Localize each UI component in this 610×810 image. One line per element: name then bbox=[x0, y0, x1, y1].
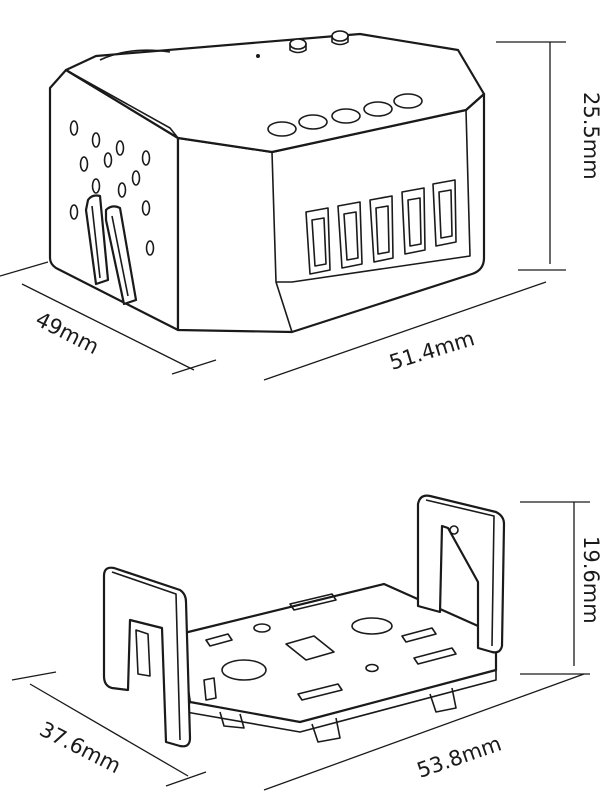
module-height-label: 25.5mm bbox=[579, 92, 603, 180]
bracket-cutouts bbox=[203, 593, 457, 701]
module-top-buttons bbox=[267, 93, 423, 137]
module-top-face bbox=[64, 32, 486, 154]
module-terminals bbox=[305, 179, 457, 275]
bracket-base-plate bbox=[178, 582, 498, 724]
mounting-bracket-drawing bbox=[102, 494, 506, 748]
module-vents bbox=[69, 120, 155, 256]
switch-module-drawing bbox=[48, 30, 486, 334]
bracket-depth-label: 37.6mm bbox=[36, 717, 125, 778]
bracket-height-label: 19.6mm bbox=[579, 536, 603, 624]
bracket-width-label: 53.8mm bbox=[414, 731, 505, 782]
module-width-label: 51.4mm bbox=[386, 326, 477, 375]
bracket-right-wall bbox=[416, 494, 506, 654]
module-depth-label: 49mm bbox=[32, 307, 103, 359]
bracket-left-wall bbox=[102, 566, 192, 748]
module-clip bbox=[84, 194, 138, 306]
